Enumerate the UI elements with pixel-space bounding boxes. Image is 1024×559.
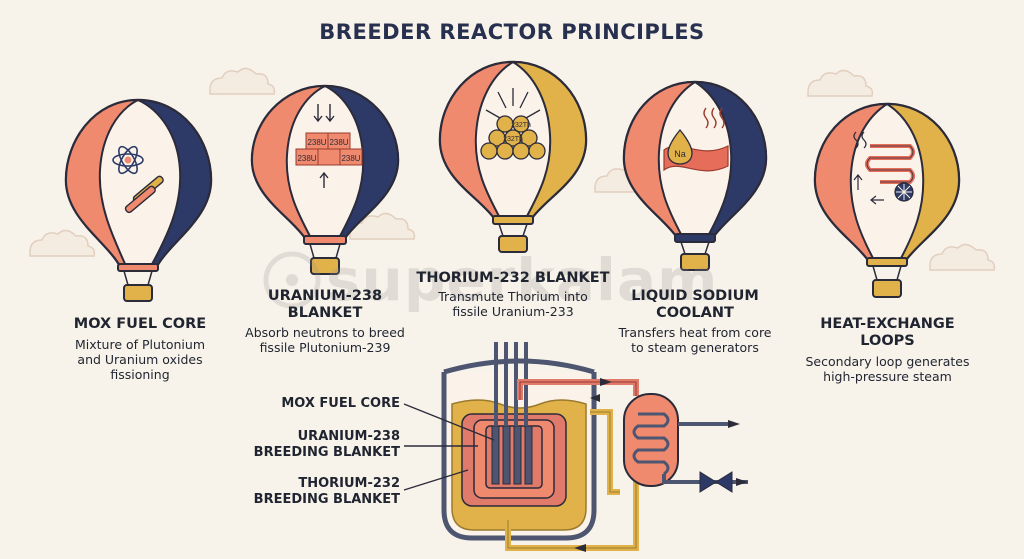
page-title: BREEDER REACTOR PRINCIPLES — [319, 20, 705, 44]
thorium-spheres-icon: 232Th 232Th — [480, 88, 546, 160]
heading-line: MOX FUEL CORE — [73, 316, 207, 332]
heading-line: LOOPS — [860, 333, 915, 349]
heading-mox-fuel-core: MOX FUEL CORE — [60, 316, 220, 333]
heading-line: BLANKET — [287, 305, 363, 321]
balloon-thorium-232-blanket: 232Th 232Th — [438, 60, 588, 253]
sphere-label: 232Th — [503, 136, 523, 143]
reactor-diagram — [403, 342, 748, 552]
drop-label: Na — [674, 149, 686, 159]
heading-line: URANIUM-238 — [267, 288, 383, 304]
desc-heat-exchange-loops: Secondary loop generates high-pressure s… — [795, 354, 980, 384]
block-label: 238U — [341, 154, 360, 163]
desc-line: to steam generators — [631, 340, 759, 355]
heading-line: LIQUID SODIUM — [631, 288, 759, 304]
desc-line: Secondary loop generates — [805, 354, 970, 369]
cloud — [807, 69, 874, 97]
heading-heat-exchange-loops: HEAT-EXCHANGE LOOPS — [800, 316, 975, 350]
label-line: BREEDING BLANKET — [253, 445, 400, 460]
balloon-mox-fuel-core — [64, 98, 213, 302]
fuel-rods-icon — [124, 175, 164, 214]
desc-line: Transmute Thorium into — [438, 289, 588, 304]
desc-line: fissile Uranium-233 — [452, 304, 574, 319]
desc-uranium-238-blanket: Absorb neutrons to breed fissile Plutoni… — [230, 325, 420, 355]
label-line: THORIUM-232 — [298, 476, 400, 491]
desc-line: high-pressure steam — [823, 369, 952, 384]
label-uranium-238-breeding-blanket: URANIUM-238 BREEDING BLANKET — [240, 429, 400, 461]
sphere-label: 232Th — [511, 122, 531, 129]
block-label: 238U — [297, 154, 316, 163]
heading-uranium-238-blanket: URANIUM-238 BLANKET — [240, 288, 410, 322]
heading-line: COOLANT — [656, 305, 734, 321]
desc-line: fissile Plutonium-239 — [259, 340, 391, 355]
sodium-drop-icon: Na — [663, 107, 729, 172]
desc-line: and Uranium oxides — [77, 352, 203, 367]
block-label: 238U — [329, 138, 348, 147]
cloud — [929, 243, 996, 271]
desc-liquid-sodium-coolant: Transfers heat from core to steam genera… — [600, 325, 790, 355]
label-thorium-232-breeding-blanket: THORIUM-232 BREEDING BLANKET — [240, 476, 400, 508]
label-mox-fuel-core: MOX FUEL CORE — [240, 396, 400, 412]
heading-line: THORIUM-232 BLANKET — [416, 270, 610, 286]
watermark-logo-icon — [263, 251, 321, 309]
desc-line: Transfers heat from core — [618, 325, 772, 340]
label-line: URANIUM-238 — [297, 429, 400, 444]
atom-icon — [112, 145, 144, 175]
balloon-heat-exchange-loops — [813, 102, 961, 298]
balloon-liquid-sodium-coolant: Na — [622, 80, 768, 271]
desc-thorium-232-blanket: Transmute Thorium into fissile Uranium-2… — [413, 289, 613, 319]
desc-mox-fuel-core: Mixture of Plutonium and Uranium oxides … — [60, 337, 220, 382]
desc-line: fissioning — [110, 367, 170, 382]
desc-line: Absorb neutrons to breed — [245, 325, 405, 340]
uranium-block-icon: 238U 238U 238U 238U — [295, 104, 363, 188]
watermark-text: superkalam — [326, 246, 719, 314]
desc-line: Mixture of Plutonium — [74, 337, 205, 352]
heading-thorium-232-blanket: THORIUM-232 BLANKET — [413, 270, 613, 287]
label-line: BREEDING BLANKET — [253, 492, 400, 507]
heading-line: HEAT-EXCHANGE — [820, 316, 955, 332]
cloud — [209, 67, 276, 95]
heading-liquid-sodium-coolant: LIQUID SODIUM COOLANT — [610, 288, 780, 322]
balloon-uranium-238-blanket: 238U 238U 238U 238U — [250, 84, 400, 275]
label-line: MOX FUEL CORE — [281, 396, 400, 411]
block-label: 238U — [307, 138, 326, 147]
cloud — [29, 229, 96, 257]
heat-exchanger-icon — [853, 131, 915, 205]
